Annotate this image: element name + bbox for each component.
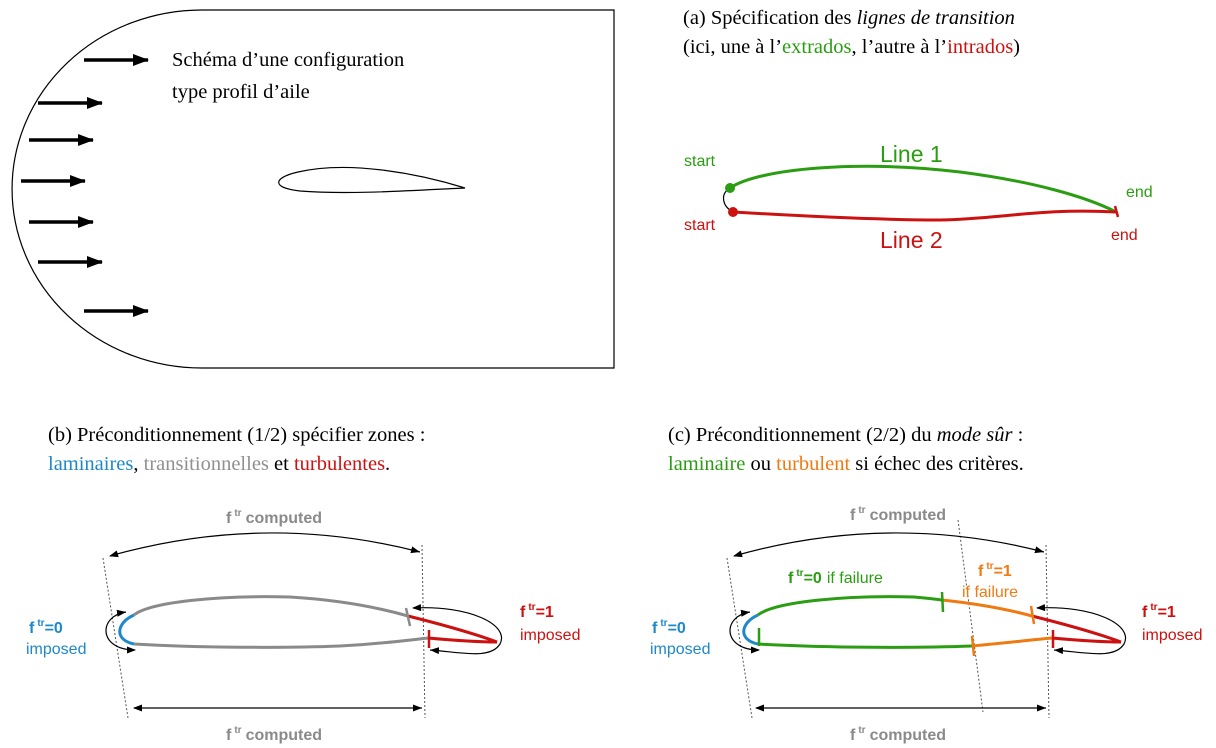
panel-b-title-text: , [133,453,144,475]
turbulent-imposed-arrow [412,604,503,655]
line-2-start-dot [728,207,738,217]
panel-b-laminaires-word: laminaires [48,453,134,475]
guide-line [957,519,984,713]
panel-b-title-text: et [268,453,294,475]
turbulent-upper-surface [941,598,1033,618]
laminar-leading-edge [742,613,759,646]
guide-line [1045,544,1050,719]
panel-c-title-text: si échec des critères. [850,453,1024,475]
panel-c-turbulent-word: turbulent [776,453,851,475]
line-1-start-label: start [684,153,716,170]
panel-a-title-emphasis: lignes de transition [856,7,1015,29]
domain-caption-line2: type profil d’aile [172,81,310,103]
domain-schematic: Schéma d’une configuration type profil d… [11,9,615,369]
transition-lines-diagram: Line 1 Line 2 start start end end [684,141,1153,253]
laminar-leading-edge [118,613,135,646]
panel-a-title-text: (ici, une à l’ [683,36,783,58]
panel-a-intrados-word: intrados [947,36,1014,58]
line-2-start-label: start [684,217,716,234]
panel-c-title-text: ou [745,453,777,475]
turbulent-imposed-arrow [1036,604,1127,655]
line-1-start-dot [725,183,735,193]
guide-line [726,557,753,719]
panel-a-title-text: ) [1013,36,1020,58]
turbulent-failure-label: if failure [962,584,1018,601]
inflow-arrows [21,54,149,317]
transition-tick [1029,605,1036,625]
panel-b-title-line2: laminaires, transitionnelles et turbulen… [48,450,390,478]
panel-a-title-line2: (ici, une à l’extrados, l’autre à l’intr… [683,33,1020,61]
turbulent-imposed-label: imposed [1142,627,1202,644]
laminar-upper-surface [757,595,943,617]
panel-c-title-line1: (c) Préconditionnement (2/2) du mode sûr… [668,421,1023,449]
panel-c-laminaire-word: laminaire [668,453,746,475]
domain-caption-line1: Schéma d’une configuration [172,49,404,71]
laminar-imposed-label: imposed [26,641,86,658]
transitional-lower-surface [133,636,429,649]
transition-tick [940,591,945,613]
turbulent-imposed-label: imposed [520,627,580,644]
line-1-label: Line 1 [880,141,943,167]
transitional-upper-surface [133,595,409,618]
guide-line [102,557,129,719]
panel-c-title-text: (c) Préconditionnement (2/2) du [668,424,937,446]
line-1-end-label: end [1126,184,1153,201]
line-2-end-label: end [1111,227,1138,244]
laminar-imposed-label: imposed [650,641,710,658]
turbulent-lower-surface [971,636,1053,648]
computed-arrow-top [109,532,421,558]
panel-a-title-prefix: (a) Spécification des [683,7,857,29]
airfoil-small [278,166,466,194]
panel-a-title-text: , l’autre à l’ [851,36,948,58]
panel-c-title-line2: laminaire ou turbulent si échec des crit… [668,450,1024,478]
transition-tick [970,635,976,657]
transition-tick [404,607,412,627]
panel-b-title-text: . [385,453,391,475]
domain-boundary [11,9,615,369]
panel-c-title-emphasis: mode sûr [936,424,1013,446]
line-2-label: Line 2 [880,227,943,253]
panel-b-transitionnelles-word: transitionnelles [143,453,269,475]
end-tick [1113,205,1120,218]
panel-a-title-line1: (a) Spécification des lignes de transiti… [683,4,1015,32]
panel-b-title-line1: (b) Préconditionnement (1/2) spécifier z… [48,424,426,446]
laminar-imposed-arrow [729,609,760,654]
panel-a-extrados-word: extrados [782,36,852,58]
guide-line [421,544,426,719]
laminar-imposed-arrow [105,609,136,654]
computed-arrow-top [733,532,1045,558]
line-2-intrados [732,209,1117,222]
laminar-lower-surface [757,642,973,649]
panel-c-title-text: : [1012,424,1024,446]
panel-b-turbulentes-word: turbulentes [293,453,386,475]
line-1-extrados [729,164,1117,214]
